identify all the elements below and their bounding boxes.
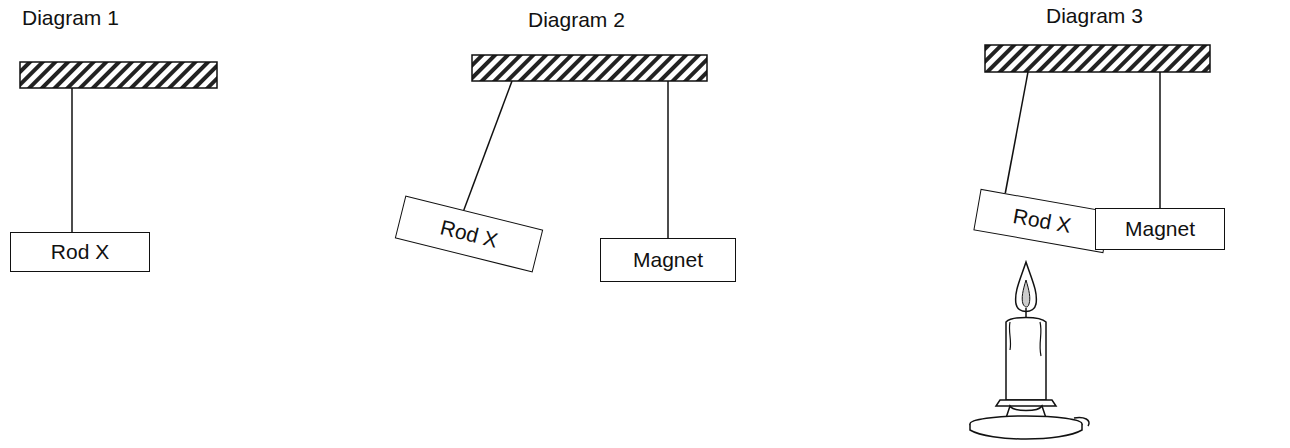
- box-label: Magnet: [633, 248, 703, 272]
- box-label: Magnet: [1125, 217, 1195, 241]
- magnet-box: Magnet: [600, 238, 736, 282]
- string: [462, 81, 512, 215]
- diagram-heading: Diagram 3: [1046, 4, 1143, 28]
- support-bar: [20, 62, 217, 88]
- string: [1159, 72, 1161, 208]
- support-bar: [985, 45, 1210, 72]
- rod-box: Rod X: [973, 189, 1110, 253]
- magnet-box: Magnet: [1095, 208, 1225, 250]
- string: [71, 88, 73, 232]
- candle: [970, 262, 1089, 439]
- rod-box: Rod X: [10, 232, 150, 272]
- support-bar: [472, 55, 707, 81]
- box-label: Rod X: [438, 215, 500, 252]
- box-label: Rod X: [51, 240, 109, 264]
- diagram-heading: Diagram 1: [22, 6, 119, 30]
- diagram-heading: Diagram 2: [528, 8, 625, 32]
- rod-box: Rod X: [395, 195, 543, 272]
- string: [1004, 72, 1028, 200]
- string: [667, 81, 669, 238]
- box-label: Rod X: [1011, 204, 1073, 238]
